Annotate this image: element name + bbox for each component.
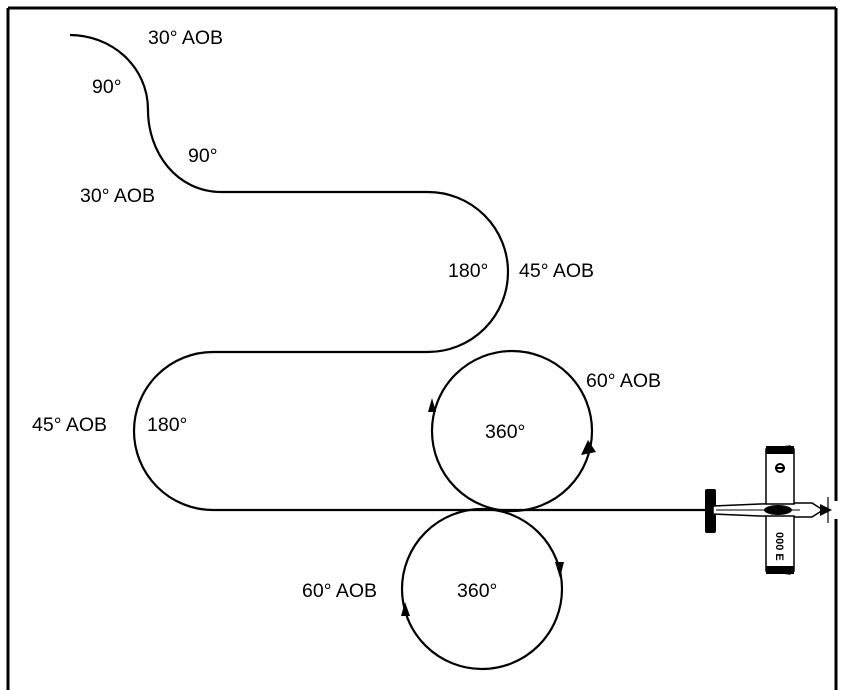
turn-direction-arrow-icon [581,440,596,455]
deg-360-lower-label: 360° [457,580,497,602]
lower-360-turn-circle [400,507,564,671]
deg-360-upper-label: 360° [485,421,525,443]
aob-45-right-label: 45° AOB [519,260,594,282]
turn-direction-arrow-icon [401,602,410,616]
aob-30-mid-label: 30° AOB [80,185,155,207]
flight-path [69,33,705,512]
deg-90-first-label: 90° [92,76,122,98]
turn-direction-arrow-icon [428,398,436,412]
deg-90-second-label: 90° [188,145,218,167]
deg-180-right-label: 180° [448,260,488,282]
aob-60-upper-label: 60° AOB [586,370,661,392]
airplane-icon: 000 E [705,445,832,575]
aob-30-top-label: 30° AOB [148,27,223,49]
aob-45-left-label: 45° AOB [32,414,107,436]
turn-direction-arrow-icon [555,562,564,578]
deg-180-left-label: 180° [147,414,187,436]
upper-360-turn-circle [430,349,594,513]
aob-60-lower-label: 60° AOB [302,580,377,602]
aircraft-tail-number: 000 E [773,532,785,561]
